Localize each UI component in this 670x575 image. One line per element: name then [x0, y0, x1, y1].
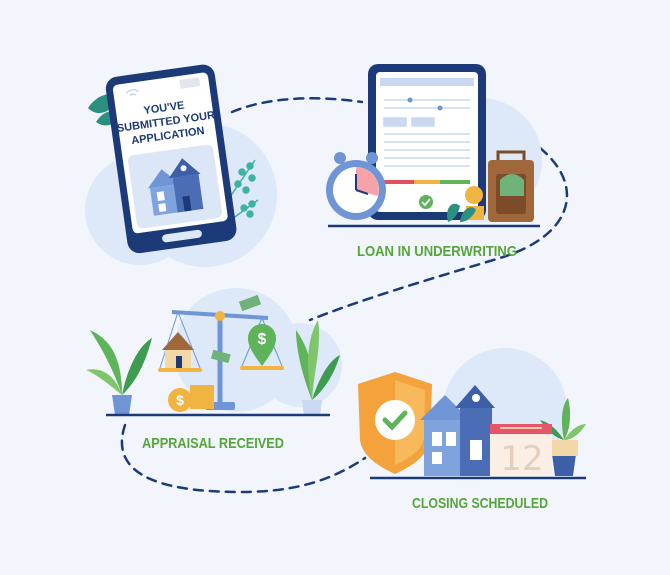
- step-application-submitted: YOU'VE SUBMITTED YOUR APPLICATION: [85, 64, 277, 267]
- progress-bar: [384, 180, 470, 184]
- plant-right-icon: [296, 320, 340, 416]
- step-label-appraisal: APPRAISAL RECEIVED: [142, 435, 284, 452]
- wifi-icon: [125, 89, 139, 97]
- step-label-closing: CLOSING SCHEDULED: [412, 495, 548, 512]
- svg-text:$: $: [258, 331, 267, 348]
- house-icon: [420, 385, 495, 476]
- step-loan-underwriting: LOAN IN UNDERWRITING: [326, 64, 542, 260]
- home-button: [162, 229, 202, 243]
- phone: YOU'VE SUBMITTED YOUR APPLICATION: [105, 64, 237, 254]
- alarm-clock-icon: [326, 152, 386, 220]
- check-icon: [419, 195, 433, 209]
- svg-text:$: $: [176, 392, 184, 408]
- step-label-underwriting: LOAN IN UNDERWRITING: [357, 243, 517, 260]
- calendar-icon: 12: [490, 424, 552, 479]
- plant-icon: [447, 203, 476, 222]
- briefcase-icon: [488, 150, 534, 222]
- step-closing-scheduled: 12 CLOSING SCHEDULED: [358, 348, 586, 512]
- form-lines: [383, 99, 470, 167]
- phone-line-1: YOU'VE: [143, 100, 185, 118]
- step-appraisal-received: $ $ APPRAISAL RECEIVED: [86, 288, 342, 452]
- dollar-pin-icon: $: [248, 324, 276, 366]
- battery-icon: [179, 77, 201, 89]
- dashed-connector: [120, 97, 569, 494]
- coin-stack-icon: $: [168, 385, 214, 412]
- money-bill-icon: [211, 294, 262, 364]
- branch-icon: [227, 159, 259, 223]
- house-icon: [148, 158, 204, 216]
- plant-left-icon: [86, 330, 152, 415]
- calendar-day: 12: [500, 439, 543, 479]
- shield-check-icon: [358, 372, 432, 474]
